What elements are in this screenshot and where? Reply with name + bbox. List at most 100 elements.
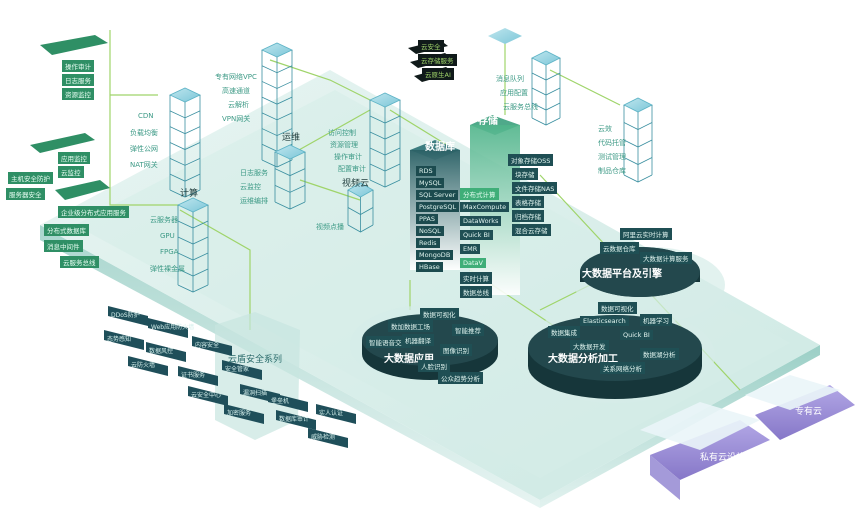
storage-item-5: 归档存储 bbox=[512, 210, 544, 222]
app-item-3: 智能推荐 bbox=[452, 324, 484, 336]
db-item-9: HBase bbox=[416, 262, 443, 272]
left-g3-2: 分布式数据库 bbox=[44, 224, 89, 236]
security-title: 云盾安全系列 bbox=[228, 355, 283, 365]
middle-item-1: 分布式计算 bbox=[460, 188, 499, 200]
platform-item-1: 阿里云实时计算 bbox=[620, 228, 672, 240]
left-g1-3: 资源监控 bbox=[62, 88, 94, 100]
app-item-7: 图像识别 bbox=[440, 344, 472, 356]
public-cloud-label: 专有云 bbox=[795, 407, 823, 417]
private-cloud-label: 私有云设施 bbox=[700, 453, 746, 463]
db-item-1: RDS bbox=[416, 166, 436, 176]
db-item-8: MongoDB bbox=[416, 250, 454, 260]
security-tile-2 bbox=[148, 318, 188, 338]
security-tile-13 bbox=[276, 410, 316, 430]
tower-ops bbox=[274, 144, 306, 210]
storage-item-2: 块存储 bbox=[512, 168, 538, 180]
analysis-item-5: Quick BI bbox=[620, 330, 653, 340]
left-board-1 bbox=[40, 35, 108, 55]
db-item-3: SQL Server bbox=[416, 190, 459, 200]
security-item-4: 数据风控 bbox=[149, 348, 174, 355]
app-item-6: 机器翻译 bbox=[402, 334, 434, 346]
storage-title: 存储 bbox=[478, 116, 498, 127]
security-item-13: 数据库审计 bbox=[279, 416, 310, 423]
black-tag-label-2: 云存储服务 bbox=[418, 54, 457, 66]
security-tile-14 bbox=[316, 404, 356, 424]
security-item-7: 证书服务 bbox=[181, 372, 206, 379]
network-label-2: 负载均衡 bbox=[130, 129, 158, 137]
network-label-6: 高速通道 bbox=[222, 87, 250, 95]
middle-item-3: DataWorks bbox=[460, 216, 502, 226]
left-g3-1: 企业级分布式应用服务 bbox=[58, 206, 129, 218]
left-board-2 bbox=[30, 133, 95, 153]
dev-label-2: 代码托管 bbox=[598, 139, 626, 147]
analysis-item-3: Elasticsearch bbox=[580, 316, 629, 326]
security-tile-3 bbox=[104, 330, 144, 350]
middle-item-2: MaxCompute bbox=[460, 202, 510, 212]
mgmt-label-3: 操作审计 bbox=[334, 153, 362, 161]
security-item-12: 加密服务 bbox=[227, 410, 252, 417]
security-item-11: 堡垒机 bbox=[271, 398, 290, 405]
db-item-2: MySQL bbox=[416, 178, 445, 188]
left-g1-1: 操作审计 bbox=[62, 60, 94, 72]
security-item-3: 态势感知 bbox=[107, 336, 132, 343]
network-label-8: VPN网关 bbox=[222, 115, 251, 123]
security-tile-7 bbox=[178, 366, 218, 386]
security-item-6: 云防火墙 bbox=[131, 362, 156, 369]
app-item-5: 智能语音交互 bbox=[366, 336, 411, 348]
storage-item-4: 表格存储 bbox=[512, 196, 544, 208]
analysis-item-8: 关系网络分析 bbox=[600, 362, 645, 374]
network-label-5: 专有网络VPC bbox=[215, 73, 257, 81]
compute-label-3: FPGA bbox=[160, 248, 179, 256]
private-cloud bbox=[640, 402, 770, 500]
middle-item-5: EMR bbox=[460, 244, 481, 254]
network-label-3: 弹性公网 bbox=[130, 145, 158, 153]
middleware-label-3: 云服务总线 bbox=[503, 103, 538, 111]
platform-item-2: 云数据仓库 bbox=[600, 242, 639, 254]
compute-label-4: 弹性裸金属 bbox=[150, 265, 185, 273]
mgmt-label-4: 配置审计 bbox=[338, 165, 366, 173]
database-title: 数据库 bbox=[425, 142, 455, 153]
ops-label-3: 运维编排 bbox=[240, 197, 268, 205]
security-tile-11 bbox=[268, 392, 308, 412]
analysis-item-1: 数据可视化 bbox=[598, 302, 637, 314]
security-tile-5 bbox=[192, 336, 232, 356]
security-tile-4 bbox=[146, 342, 186, 362]
left-g3-3: 消息中间件 bbox=[44, 240, 83, 252]
security-tile-12 bbox=[224, 404, 264, 424]
app-item-2: 数据可视化 bbox=[420, 308, 459, 320]
compute-label-2: GPU bbox=[160, 232, 175, 240]
analysis-item-7: 数据湖分析 bbox=[640, 348, 679, 360]
security-tile-6 bbox=[128, 356, 168, 376]
tower-mgmt bbox=[369, 92, 401, 188]
network-label-7: 云解析 bbox=[228, 101, 249, 109]
dev-label-4: 制品仓库 bbox=[598, 167, 626, 175]
network-label-1: CDN bbox=[138, 112, 154, 120]
compute-title: 计算 bbox=[180, 189, 199, 199]
security-item-9: 云安全中心 bbox=[191, 392, 222, 399]
left-g2-4: 服务器安全 bbox=[6, 188, 45, 200]
storage-item-3: 文件存储NAS bbox=[512, 182, 558, 194]
tower-network-2 bbox=[261, 42, 293, 168]
db-item-4: PostgreSQL bbox=[416, 202, 460, 212]
tower-group bbox=[169, 42, 653, 293]
ops-label-1: 日志服务 bbox=[240, 169, 268, 177]
security-item-14: 实人认证 bbox=[319, 410, 344, 417]
security-tile-1 bbox=[108, 306, 148, 326]
middle-item-4: Quick BI bbox=[460, 230, 493, 240]
db-item-7: Redis bbox=[416, 238, 440, 248]
middle-item-6: DataV bbox=[460, 258, 486, 268]
left-board-3 bbox=[55, 180, 110, 200]
security-tile-9 bbox=[188, 386, 228, 406]
network-label-4: NAT网关 bbox=[130, 161, 158, 169]
media-label-1: 视频点播 bbox=[316, 223, 344, 231]
left-g2-3: 主机安全防护 bbox=[8, 172, 53, 184]
dev-label-3: 测试管理 bbox=[598, 153, 626, 161]
security-tiles bbox=[104, 306, 356, 448]
disk-app-title: 大数据应用 bbox=[384, 354, 434, 365]
tower-media bbox=[347, 182, 374, 233]
mgmt-label-2: 资源管理 bbox=[330, 141, 358, 149]
middleware-label-2: 应用配置 bbox=[500, 89, 528, 97]
middle-item-8: 数据总线 bbox=[460, 286, 492, 298]
left-g1-2: 日志服务 bbox=[62, 74, 94, 86]
storage-item-1: 对象存储OSS bbox=[508, 154, 554, 166]
